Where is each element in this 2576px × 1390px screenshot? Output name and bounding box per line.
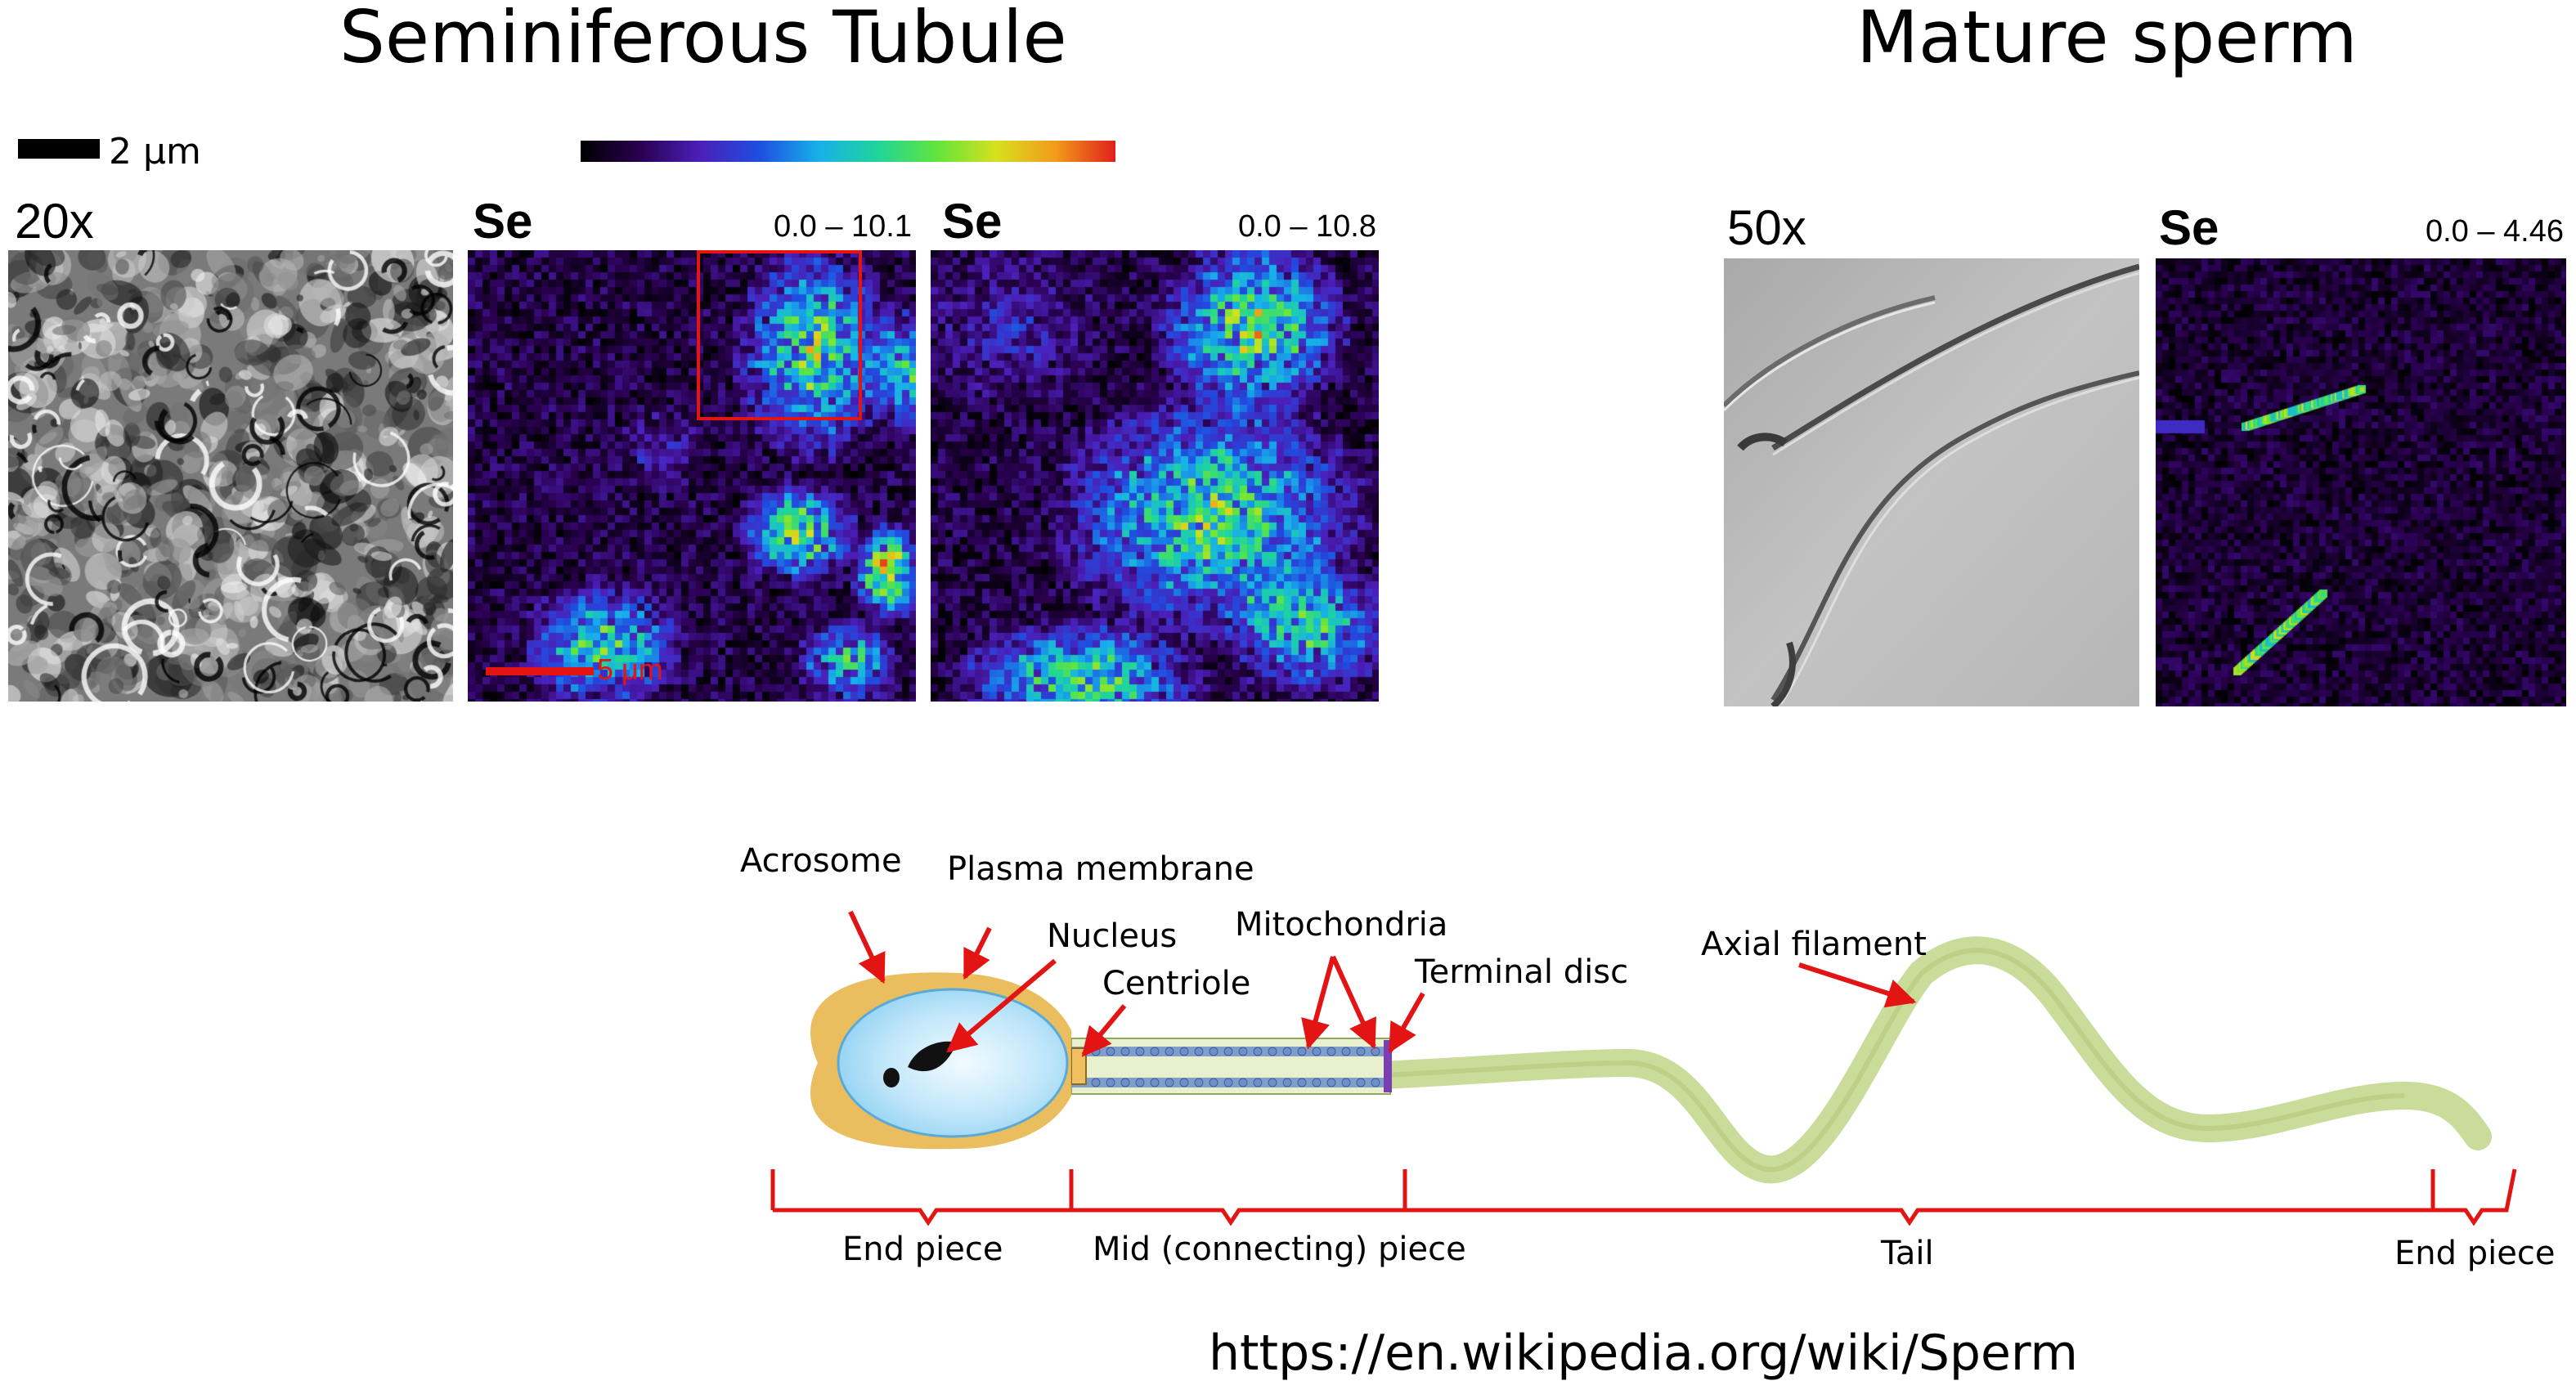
optical-micrograph-20x xyxy=(8,250,453,702)
mitochondria-bead xyxy=(1179,1078,1189,1087)
mitochondria-bead xyxy=(1312,1047,1322,1056)
mitochondria-bead xyxy=(1165,1047,1174,1056)
sperm-optical-image xyxy=(1724,258,2139,706)
mitochondria-bead xyxy=(1091,1047,1101,1056)
mitochondria-bead xyxy=(1223,1078,1233,1087)
mitochondria-bead xyxy=(1179,1047,1189,1056)
mitochondria-bead xyxy=(1135,1078,1145,1087)
mitochondria-bead xyxy=(1135,1047,1145,1056)
source-url: https://en.wikipedia.org/wiki/Sperm xyxy=(1209,1325,2078,1382)
title-mature-sperm: Mature sperm xyxy=(1856,0,2358,79)
nucleus-blob xyxy=(908,1041,957,1072)
segment-label-mid-piece: Mid (connecting) piece xyxy=(1093,1231,1466,1268)
scale-bar-top-label: 2 μm xyxy=(109,131,201,173)
mitochondria-bead xyxy=(1091,1078,1101,1087)
mitochondria-bead xyxy=(1268,1047,1277,1056)
mitochondria-bead xyxy=(1106,1047,1115,1056)
se-intensity-map-1: 5 μm xyxy=(468,250,916,702)
label-plasma-membrane: Plasma membrane xyxy=(947,850,1254,888)
mitochondria-bead xyxy=(1253,1047,1263,1056)
mitochondria-bead xyxy=(1371,1047,1380,1056)
mitochondria-bead xyxy=(1150,1078,1160,1087)
se-intensity-map-3 xyxy=(2156,258,2566,706)
mitochondria-bead xyxy=(1120,1047,1130,1056)
mitochondria-bead xyxy=(1326,1078,1336,1087)
mitochondria-bead xyxy=(1223,1047,1233,1056)
scale-bar-5um xyxy=(486,667,594,675)
label-axial-filament: Axial filament xyxy=(1701,926,1927,963)
mitochondria-bead xyxy=(1282,1078,1292,1087)
mitochondria-bead xyxy=(1312,1078,1322,1087)
mitochondria-bead xyxy=(1194,1047,1204,1056)
se-intensity-map-2 xyxy=(931,250,1379,702)
segment-label-end-piece-head: End piece xyxy=(842,1231,1003,1268)
mitochondria-bead xyxy=(1106,1078,1115,1087)
se-range-1: 0.0 – 10.1 xyxy=(773,209,912,244)
label-mitochondria: Mitochondria xyxy=(1235,906,1448,944)
magnification-20x: 20x xyxy=(15,194,94,249)
mitochondria-bead xyxy=(1253,1078,1263,1087)
label-nucleus: Nucleus xyxy=(1047,917,1178,955)
se-label-2: Se xyxy=(942,194,1003,249)
mitochondria-bead xyxy=(1268,1078,1277,1087)
mitochondria-bead xyxy=(1326,1047,1336,1056)
se-label-3: Se xyxy=(2159,200,2219,255)
mitochondria-bead xyxy=(1209,1047,1218,1056)
mitochondria-bead xyxy=(1209,1078,1218,1087)
segment-label-end-piece-tail: End piece xyxy=(2394,1235,2556,1272)
mitochondria-bead xyxy=(1238,1047,1248,1056)
segment-label-tail: Tail xyxy=(1881,1235,1934,1272)
label-acrosome: Acrosome xyxy=(740,842,902,880)
optical-micrograph-50x xyxy=(1724,258,2139,706)
magnification-50x: 50x xyxy=(1727,200,1806,255)
intensity-colorbar xyxy=(581,141,1115,162)
mitochondria-bead xyxy=(1371,1078,1380,1087)
mitochondria-bead xyxy=(1238,1078,1248,1087)
se-label-1: Se xyxy=(473,194,533,249)
scale-bar-5um-label: 5 μm xyxy=(597,652,663,686)
mitochondria-bead xyxy=(1297,1078,1307,1087)
mitochondria-bead xyxy=(1150,1047,1160,1056)
se-range-3: 0.0 – 4.46 xyxy=(2425,214,2564,249)
mitochondria-bead xyxy=(1356,1047,1366,1056)
mitochondria-bead xyxy=(1356,1078,1366,1087)
mitochondria-bead xyxy=(1341,1078,1351,1087)
region-of-interest-box xyxy=(697,250,862,420)
mitochondria-bead xyxy=(1341,1047,1351,1056)
mitochondria-bead xyxy=(1120,1078,1130,1087)
title-seminiferous-tubule: Seminiferous Tubule xyxy=(339,0,1067,79)
scale-bar-top xyxy=(18,139,100,159)
mitochondria-bead xyxy=(1165,1078,1174,1087)
se-range-2: 0.0 – 10.8 xyxy=(1237,209,1376,244)
mitochondria-bead xyxy=(1194,1078,1204,1087)
label-centriole: Centriole xyxy=(1102,965,1251,1002)
mitochondria-bead xyxy=(1297,1047,1307,1056)
head-nucleus-region xyxy=(837,988,1069,1138)
mitochondria-bead xyxy=(1282,1047,1292,1056)
label-terminal-disc: Terminal disc xyxy=(1415,953,1629,991)
